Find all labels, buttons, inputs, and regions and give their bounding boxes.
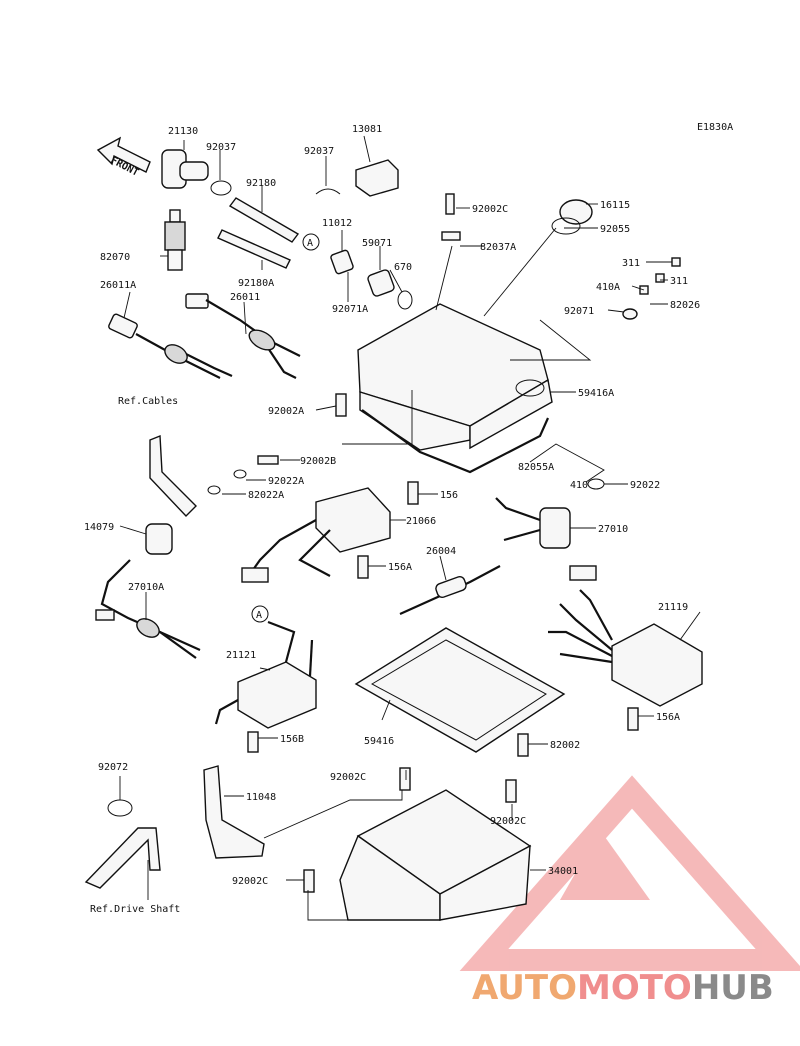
callout-labels: 21130 92037 13081 92037 92180 11012 5907…: [84, 124, 700, 887]
watermark-logo: [459, 775, 800, 971]
callout-label: 34001: [548, 866, 578, 877]
callout-label: 92037: [206, 142, 236, 153]
svg-text:A: A: [256, 610, 262, 621]
callout-label: 92071: [564, 306, 594, 317]
callout-label: 16115: [600, 200, 630, 211]
callout-label: 82070: [100, 252, 130, 263]
callout-label: 82037A: [480, 242, 516, 253]
callout-label: 13081: [352, 124, 382, 135]
callout-label: 92002B: [300, 456, 336, 467]
callout-label: 11048: [246, 792, 276, 803]
callout-label: 311: [670, 276, 688, 287]
mounting-plate: [339, 789, 532, 921]
callout-label: 26011: [230, 292, 260, 303]
diagram-id: E1830A: [697, 122, 733, 133]
callout-label: 92002A: [268, 406, 304, 417]
callout-label: 59416: [364, 736, 394, 747]
callout-label: 92002C: [472, 204, 508, 215]
callout-label: 156B: [280, 734, 304, 745]
callout-label: 26011A: [100, 280, 136, 291]
callout-label: 27010A: [128, 582, 164, 593]
callout-label: 59071: [362, 238, 392, 249]
callout-label: 156A: [388, 562, 412, 573]
leader-lines: [119, 135, 701, 921]
callout-label: 11012: [322, 218, 352, 229]
callout-label: 92002C: [330, 772, 366, 783]
callout-label: 27010: [598, 524, 628, 535]
ignition-coil: [214, 620, 317, 729]
callout-label: 82055A: [518, 462, 554, 473]
callout-label: 21130: [168, 126, 198, 137]
callout-label: 82022A: [248, 490, 284, 501]
callout-label: 156: [440, 490, 458, 501]
electric-box: [357, 303, 553, 451]
callout-label: 59416A: [578, 388, 614, 399]
front-arrow-icon: FRONT: [96, 136, 151, 179]
ref-cables-label: Ref.Cables: [118, 396, 178, 407]
callout-label: 92071A: [332, 304, 368, 315]
regulator: [241, 487, 391, 583]
callout-label: 92055: [600, 224, 630, 235]
callout-label: 82026: [670, 300, 700, 311]
svg-text:A: A: [307, 238, 313, 249]
spark-plug: [164, 209, 186, 271]
callout-label: 92037: [304, 146, 334, 157]
callout-label: 26004: [426, 546, 456, 557]
callout-label: 21066: [406, 516, 436, 527]
callout-label: 14079: [84, 522, 114, 533]
spark-plug-cap: [161, 149, 209, 189]
cdi-unit: [548, 565, 703, 707]
callout-label: 92022A: [268, 476, 304, 487]
callout-label: 156A: [656, 712, 680, 723]
callout-label: 670: [394, 262, 412, 273]
callout-label: 92180A: [238, 278, 274, 289]
callout-label: 21121: [226, 650, 256, 661]
callout-label: 92022: [630, 480, 660, 491]
callout-label: 92180: [246, 178, 276, 189]
callout-label: 410: [570, 480, 588, 491]
gasket-plate: [354, 627, 566, 753]
callout-label: 92072: [98, 762, 128, 773]
ref-drive-shaft-label: Ref.Drive Shaft: [90, 904, 180, 915]
callout-label: 410A: [596, 282, 620, 293]
watermark-text: AUTOMOTOHUB: [472, 968, 774, 1008]
callout-label: 21119: [658, 602, 688, 613]
callout-label: 82002: [550, 740, 580, 751]
switch: [495, 478, 605, 549]
callout-label: 92002C: [232, 876, 268, 887]
callout-label: 92002C: [490, 816, 526, 827]
callout-label: 311: [622, 258, 640, 269]
